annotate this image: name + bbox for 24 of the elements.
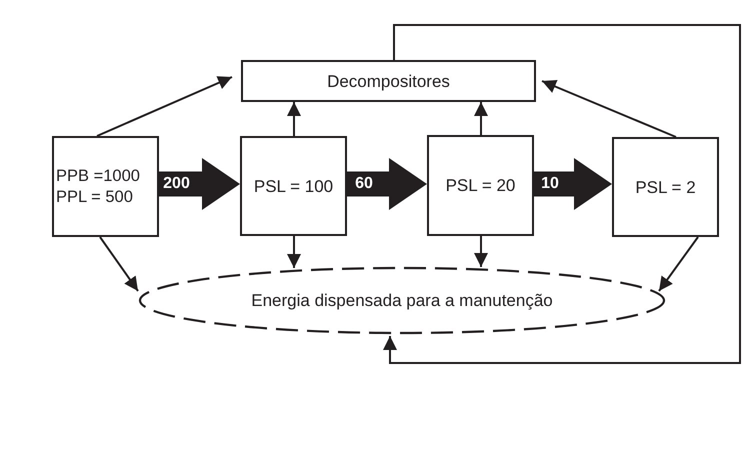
process-box — [612, 137, 719, 237]
arrow — [542, 80, 676, 138]
arrow — [658, 236, 699, 292]
arrow — [474, 236, 488, 267]
node-text: Decompositores — [327, 70, 450, 92]
node-text: PSL = 2 — [635, 176, 696, 198]
process-box — [52, 136, 159, 237]
block-arrow — [347, 158, 427, 210]
process-box — [241, 60, 536, 102]
arrow — [287, 102, 301, 136]
node-text: PSL = 100 — [254, 176, 334, 196]
arrow — [383, 24, 741, 364]
dashed-ellipse — [138, 266, 666, 335]
process-box — [240, 136, 347, 236]
node-text: PSL = 20 — [446, 175, 516, 196]
arrow — [96, 76, 232, 137]
arrow — [474, 102, 488, 135]
arrow — [99, 236, 139, 292]
process-box — [427, 135, 534, 236]
block-arrow — [159, 158, 240, 210]
node-text: Energia dispensada para a manutenção — [251, 290, 553, 311]
arrow — [287, 236, 301, 268]
block-arrow — [534, 158, 612, 210]
node-text: PPB =1000 PPL = 500 — [56, 166, 141, 208]
